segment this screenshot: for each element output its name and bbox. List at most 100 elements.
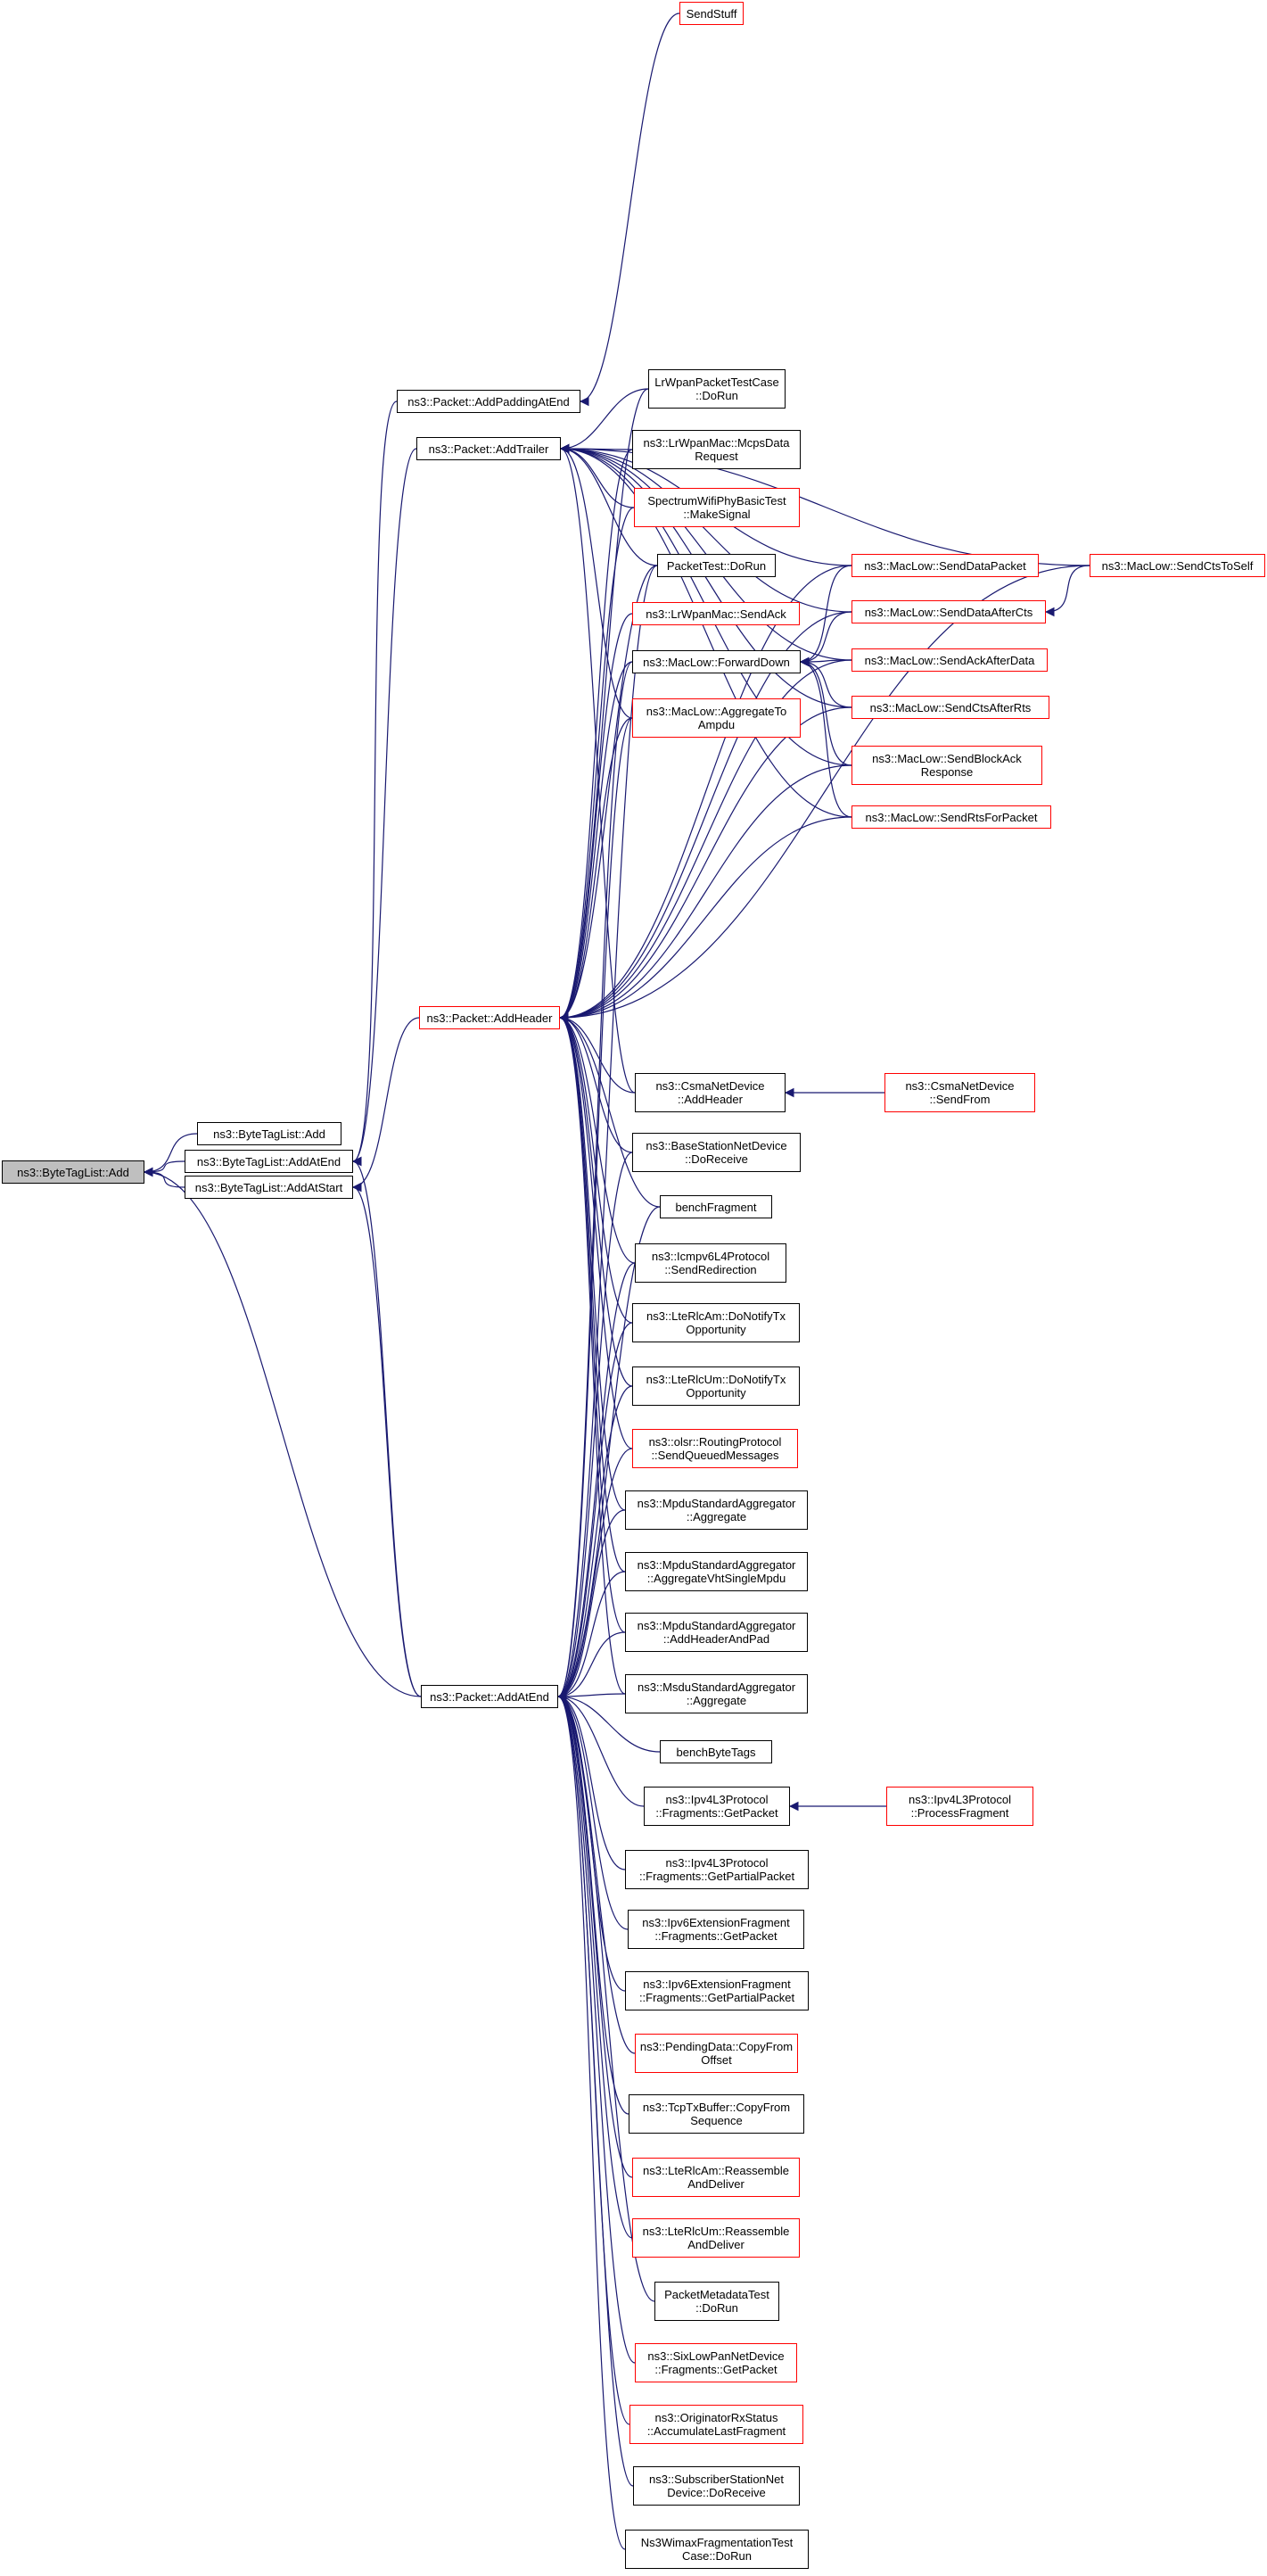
- graph-node-label: ns3::Ipv6ExtensionFragment ::Fragments::…: [642, 1916, 790, 1943]
- graph-node-label: ns3::MsduStandardAggregator ::Aggregate: [637, 1680, 796, 1707]
- graph-node-ipv4-process[interactable]: ns3::Ipv4L3Protocol ::ProcessFragment: [886, 1787, 1033, 1826]
- graph-node-ipv4-getpkt[interactable]: ns3::Ipv4L3Protocol ::Fragments::GetPack…: [644, 1787, 790, 1826]
- edge-mpdu_pad-to-pkt_addheader: [558, 1012, 626, 1633]
- graph-node-pkt-addtrailer[interactable]: ns3::Packet::AddTrailer: [416, 437, 561, 460]
- graph-node-label: ns3::LteRlcUm::Reassemble AndDeliver: [642, 2225, 790, 2251]
- edge-maclow_aggr-to-pkt_addheader: [558, 717, 633, 1023]
- edge-mpdu_vht-to-pkt_addatend: [556, 1571, 626, 1702]
- graph-node-label: ns3::LrWpanMac::SendAck: [646, 607, 786, 621]
- edge-maclow_fwd-to-pkt_addheader: [558, 661, 633, 1023]
- graph-node-maclow-senddata[interactable]: ns3::MacLow::SendDataPacket: [852, 554, 1039, 577]
- graph-node-icmpv6[interactable]: ns3::Icmpv6L4Protocol ::SendRedirection: [635, 1243, 786, 1283]
- graph-node-msdu-aggr[interactable]: ns3::MsduStandardAggregator ::Aggregate: [625, 1674, 808, 1713]
- edge-maclow_rts-to-pkt_addheader: [558, 816, 852, 1023]
- graph-node-pkt-addatend[interactable]: ns3::Packet::AddAtEnd: [421, 1685, 558, 1708]
- edge-pending-to-pkt_addatend: [556, 1691, 636, 2054]
- graph-node-benchfrag[interactable]: benchFragment: [660, 1195, 772, 1218]
- graph-node-maclow-ctsrts[interactable]: ns3::MacLow::SendCtsAfterRts: [852, 696, 1049, 719]
- graph-node-btl-add[interactable]: ns3::ByteTagList::Add: [197, 1122, 341, 1145]
- graph-node-label: ns3::LteRlcAm::Reassemble AndDeliver: [642, 2164, 789, 2191]
- graph-node-maclow-blockack[interactable]: ns3::MacLow::SendBlockAck Response: [852, 746, 1042, 785]
- edge-mpdu_vht-to-pkt_addheader: [558, 1012, 626, 1573]
- graph-node-rlcum-reasm[interactable]: ns3::LteRlcUm::Reassemble AndDeliver: [632, 2218, 800, 2258]
- graph-node-pkt-addheader[interactable]: ns3::Packet::AddHeader: [419, 1006, 560, 1029]
- graph-node-packettest[interactable]: PacketTest::DoRun: [657, 554, 776, 577]
- graph-node-mpdu-vht[interactable]: ns3::MpduStandardAggregator ::AggregateV…: [625, 1552, 808, 1591]
- graph-node-originator[interactable]: ns3::OriginatorRxStatus ::AccumulateLast…: [629, 2405, 803, 2444]
- edge-maclow_ackdata-to-maclow_fwd: [799, 656, 852, 667]
- graph-node-ss-receive[interactable]: ns3::SubscriberStationNet Device::DoRece…: [633, 2466, 800, 2506]
- graph-node-label: ns3::Ipv4L3Protocol ::ProcessFragment: [909, 1793, 1011, 1820]
- graph-node-label: ns3::MacLow::SendCtsToSelf: [1101, 558, 1254, 573]
- graph-node-lrwpan-test[interactable]: LrWpanPacketTestCase ::DoRun: [648, 369, 786, 409]
- graph-node-maclow-datacts[interactable]: ns3::MacLow::SendDataAfterCts: [852, 600, 1046, 623]
- edge-packettest-to-pkt_addheader: [558, 565, 658, 1023]
- graph-node-lrwpan-mcps[interactable]: ns3::LrWpanMac::McpsData Request: [632, 430, 801, 469]
- graph-node-label: ns3::LrWpanMac::McpsData Request: [643, 436, 790, 463]
- graph-node-label: ns3::ByteTagList::AddAtStart: [194, 1180, 343, 1194]
- edge-tcptx-to-pkt_addatend: [556, 1691, 629, 2115]
- graph-node-maclow-ackdata[interactable]: ns3::MacLow::SendAckAfterData: [852, 648, 1048, 672]
- edge-lrwpan_mcps-to-pkt_addheader: [558, 449, 633, 1023]
- graph-node-root[interactable]: ns3::ByteTagList::Add: [2, 1160, 144, 1184]
- edge-maclow_ctsself-to-maclow_datacts: [1044, 565, 1090, 617]
- edge-maclow_blockack-to-pkt_addheader: [558, 764, 852, 1023]
- graph-node-label: ns3::Packet::AddAtEnd: [430, 1689, 549, 1704]
- edge-rlcum_tx-to-pkt_addheader: [558, 1012, 633, 1387]
- graph-node-label: ns3::PendingData::CopyFrom Offset: [639, 2040, 794, 2067]
- graph-node-btl-addatstart[interactable]: ns3::ByteTagList::AddAtStart: [185, 1176, 353, 1199]
- graph-node-spectrum[interactable]: SpectrumWifiPhyBasicTest ::MakeSignal: [634, 488, 800, 527]
- graph-node-label: ns3::Packet::AddPaddingAtEnd: [407, 394, 570, 409]
- graph-node-label: ns3::MacLow::SendAckAfterData: [864, 653, 1035, 667]
- edge-maclow_aggr-to-pkt_addtrailer: [559, 443, 633, 719]
- graph-node-label: ns3::MacLow::SendRtsForPacket: [865, 810, 1038, 824]
- edge-icmpv6-to-pkt_addatend: [556, 1262, 636, 1702]
- edge-ipv6_getpkt-to-pkt_addatend: [556, 1691, 629, 1930]
- graph-node-mpdu-pad[interactable]: ns3::MpduStandardAggregator ::AddHeaderA…: [625, 1613, 808, 1652]
- graph-node-pktmeta[interactable]: PacketMetadataTest ::DoRun: [654, 2282, 779, 2321]
- edge-sendstuff-to-pkt_addpadding: [579, 12, 680, 407]
- graph-node-pending[interactable]: ns3::PendingData::CopyFrom Offset: [635, 2034, 798, 2073]
- graph-node-tcptx[interactable]: ns3::TcpTxBuffer::CopyFrom Sequence: [629, 2094, 804, 2134]
- graph-node-wimax[interactable]: Ns3WimaxFragmentationTest Case::DoRun: [625, 2530, 809, 2569]
- graph-node-label: ns3::MacLow::AggregateTo Ampdu: [646, 705, 787, 731]
- graph-node-benchbyte[interactable]: benchByteTags: [660, 1740, 772, 1763]
- graph-node-ipv6-partial[interactable]: ns3::Ipv6ExtensionFragment ::Fragments::…: [625, 1971, 809, 2010]
- graph-node-bs-receive[interactable]: ns3::BaseStationNetDevice ::DoReceive: [632, 1133, 801, 1172]
- edge-btl_addatstart-to-root: [143, 1167, 185, 1188]
- graph-node-maclow-aggr[interactable]: ns3::MacLow::AggregateTo Ampdu: [632, 698, 801, 738]
- graph-node-label: ns3::MacLow::SendCtsAfterRts: [869, 700, 1032, 714]
- graph-node-ipv4-partial[interactable]: ns3::Ipv4L3Protocol ::Fragments::GetPart…: [625, 1850, 809, 1889]
- edge-benchfrag-to-pkt_addatend: [556, 1206, 661, 1702]
- graph-node-maclow-fwd[interactable]: ns3::MacLow::ForwardDown: [632, 650, 801, 673]
- edge-maclow_rts-to-pkt_addtrailer: [559, 443, 852, 818]
- graph-node-sixlow[interactable]: ns3::SixLowPanNetDevice ::Fragments::Get…: [635, 2343, 797, 2382]
- graph-node-label: ns3::MpduStandardAggregator ::Aggregate: [637, 1497, 796, 1523]
- graph-node-rlcum-tx[interactable]: ns3::LteRlcUm::DoNotifyTx Opportunity: [632, 1366, 800, 1406]
- graph-node-rlcam-reasm[interactable]: ns3::LteRlcAm::Reassemble AndDeliver: [632, 2158, 800, 2197]
- graph-node-mpdu-aggr[interactable]: ns3::MpduStandardAggregator ::Aggregate: [625, 1490, 808, 1530]
- graph-node-label: LrWpanPacketTestCase ::DoRun: [654, 376, 779, 402]
- graph-node-label: SendStuff: [686, 6, 737, 21]
- graph-node-lrwpan-ack[interactable]: ns3::LrWpanMac::SendAck: [632, 602, 800, 625]
- edge-maclow_rts-to-maclow_fwd: [799, 656, 852, 818]
- edge-maclow_ctsrts-to-pkt_addtrailer: [559, 443, 852, 708]
- graph-node-csma-addheader[interactable]: ns3::CsmaNetDevice ::AddHeader: [635, 1073, 786, 1112]
- graph-node-olsr[interactable]: ns3::olsr::RoutingProtocol ::SendQueuedM…: [632, 1429, 798, 1468]
- graph-node-btl-addatend[interactable]: ns3::ByteTagList::AddAtEnd: [185, 1150, 353, 1173]
- graph-node-label: benchFragment: [675, 1200, 757, 1214]
- edge-maclow_fwd-to-pkt_addatend: [556, 661, 633, 1702]
- graph-node-label: ns3::olsr::RoutingProtocol ::SendQueuedM…: [648, 1435, 782, 1462]
- edge-bs_receive-to-pkt_addatend: [556, 1152, 633, 1702]
- graph-node-maclow-rts[interactable]: ns3::MacLow::SendRtsForPacket: [852, 805, 1051, 829]
- graph-node-label: ns3::MpduStandardAggregator ::AggregateV…: [637, 1558, 796, 1585]
- graph-node-csma-sendfrom[interactable]: ns3::CsmaNetDevice ::SendFrom: [884, 1073, 1035, 1112]
- graph-node-maclow-ctsself[interactable]: ns3::MacLow::SendCtsToSelf: [1090, 554, 1265, 577]
- graph-node-rlcam-tx[interactable]: ns3::LteRlcAm::DoNotifyTx Opportunity: [632, 1303, 800, 1342]
- graph-node-pkt-addpadding[interactable]: ns3::Packet::AddPaddingAtEnd: [397, 390, 580, 413]
- graph-node-sendstuff[interactable]: SendStuff: [679, 2, 744, 25]
- graph-node-ipv6-getpkt[interactable]: ns3::Ipv6ExtensionFragment ::Fragments::…: [628, 1910, 804, 1949]
- edge-lrwpan_ack-to-pkt_addheader: [558, 613, 633, 1023]
- graph-node-label: ns3::MacLow::SendBlockAck Response: [872, 752, 1022, 779]
